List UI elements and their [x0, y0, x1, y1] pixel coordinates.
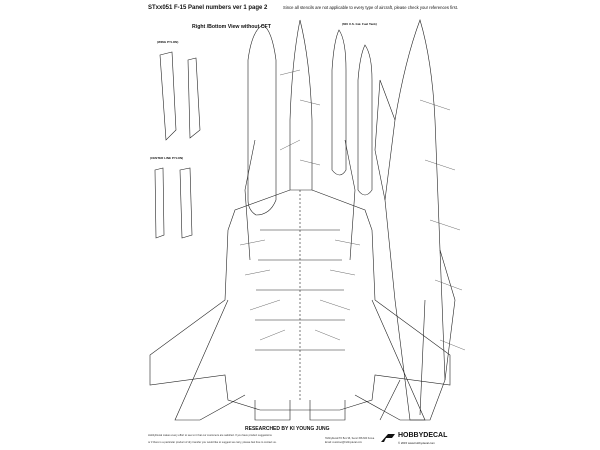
researcher-credit: RESEARCHED BY KI YOUNG JUNG [245, 426, 330, 432]
contact-line-1: HobbyDecal PO Box 96, Seoul 158-600 Kore… [325, 437, 375, 440]
brand-name: HOBBYDECAL [398, 432, 448, 439]
aircraft-side-view [374, 19, 456, 421]
sheet-title: STxx051 F-15 Panel numbers ver 1 page 2 [148, 5, 268, 11]
fuel-tank-label: (600 U.S. Gal. Fuel Tank) [342, 22, 377, 26]
center-line-pylon-label: (CENTER LINE PYLON) [150, 156, 184, 160]
disclaimer-line-2: or if there is a particular product of d… [148, 441, 277, 444]
panel-leader-lines [239, 69, 466, 351]
wing-pylon-label: (WING PYLON) [157, 40, 179, 44]
disclaimer-line-1: HobbyDecal makes every effort to see to … [148, 434, 272, 437]
fuel-tank-drawing [247, 24, 373, 216]
center-line-pylon-drawing [154, 167, 193, 239]
view-title: Right /Bottom View without CFT [192, 24, 271, 30]
reference-note: Since all stencils are not applicable to… [283, 5, 459, 10]
hobbydecal-logo-icon [381, 434, 395, 442]
contact-line-2: Email: customer@hobbydecal.com [325, 441, 362, 444]
aircraft-bottom-view [149, 19, 451, 421]
copyright: © 2015 www.hobbydecal.com [398, 441, 435, 445]
wing-pylon-drawing [159, 51, 201, 141]
